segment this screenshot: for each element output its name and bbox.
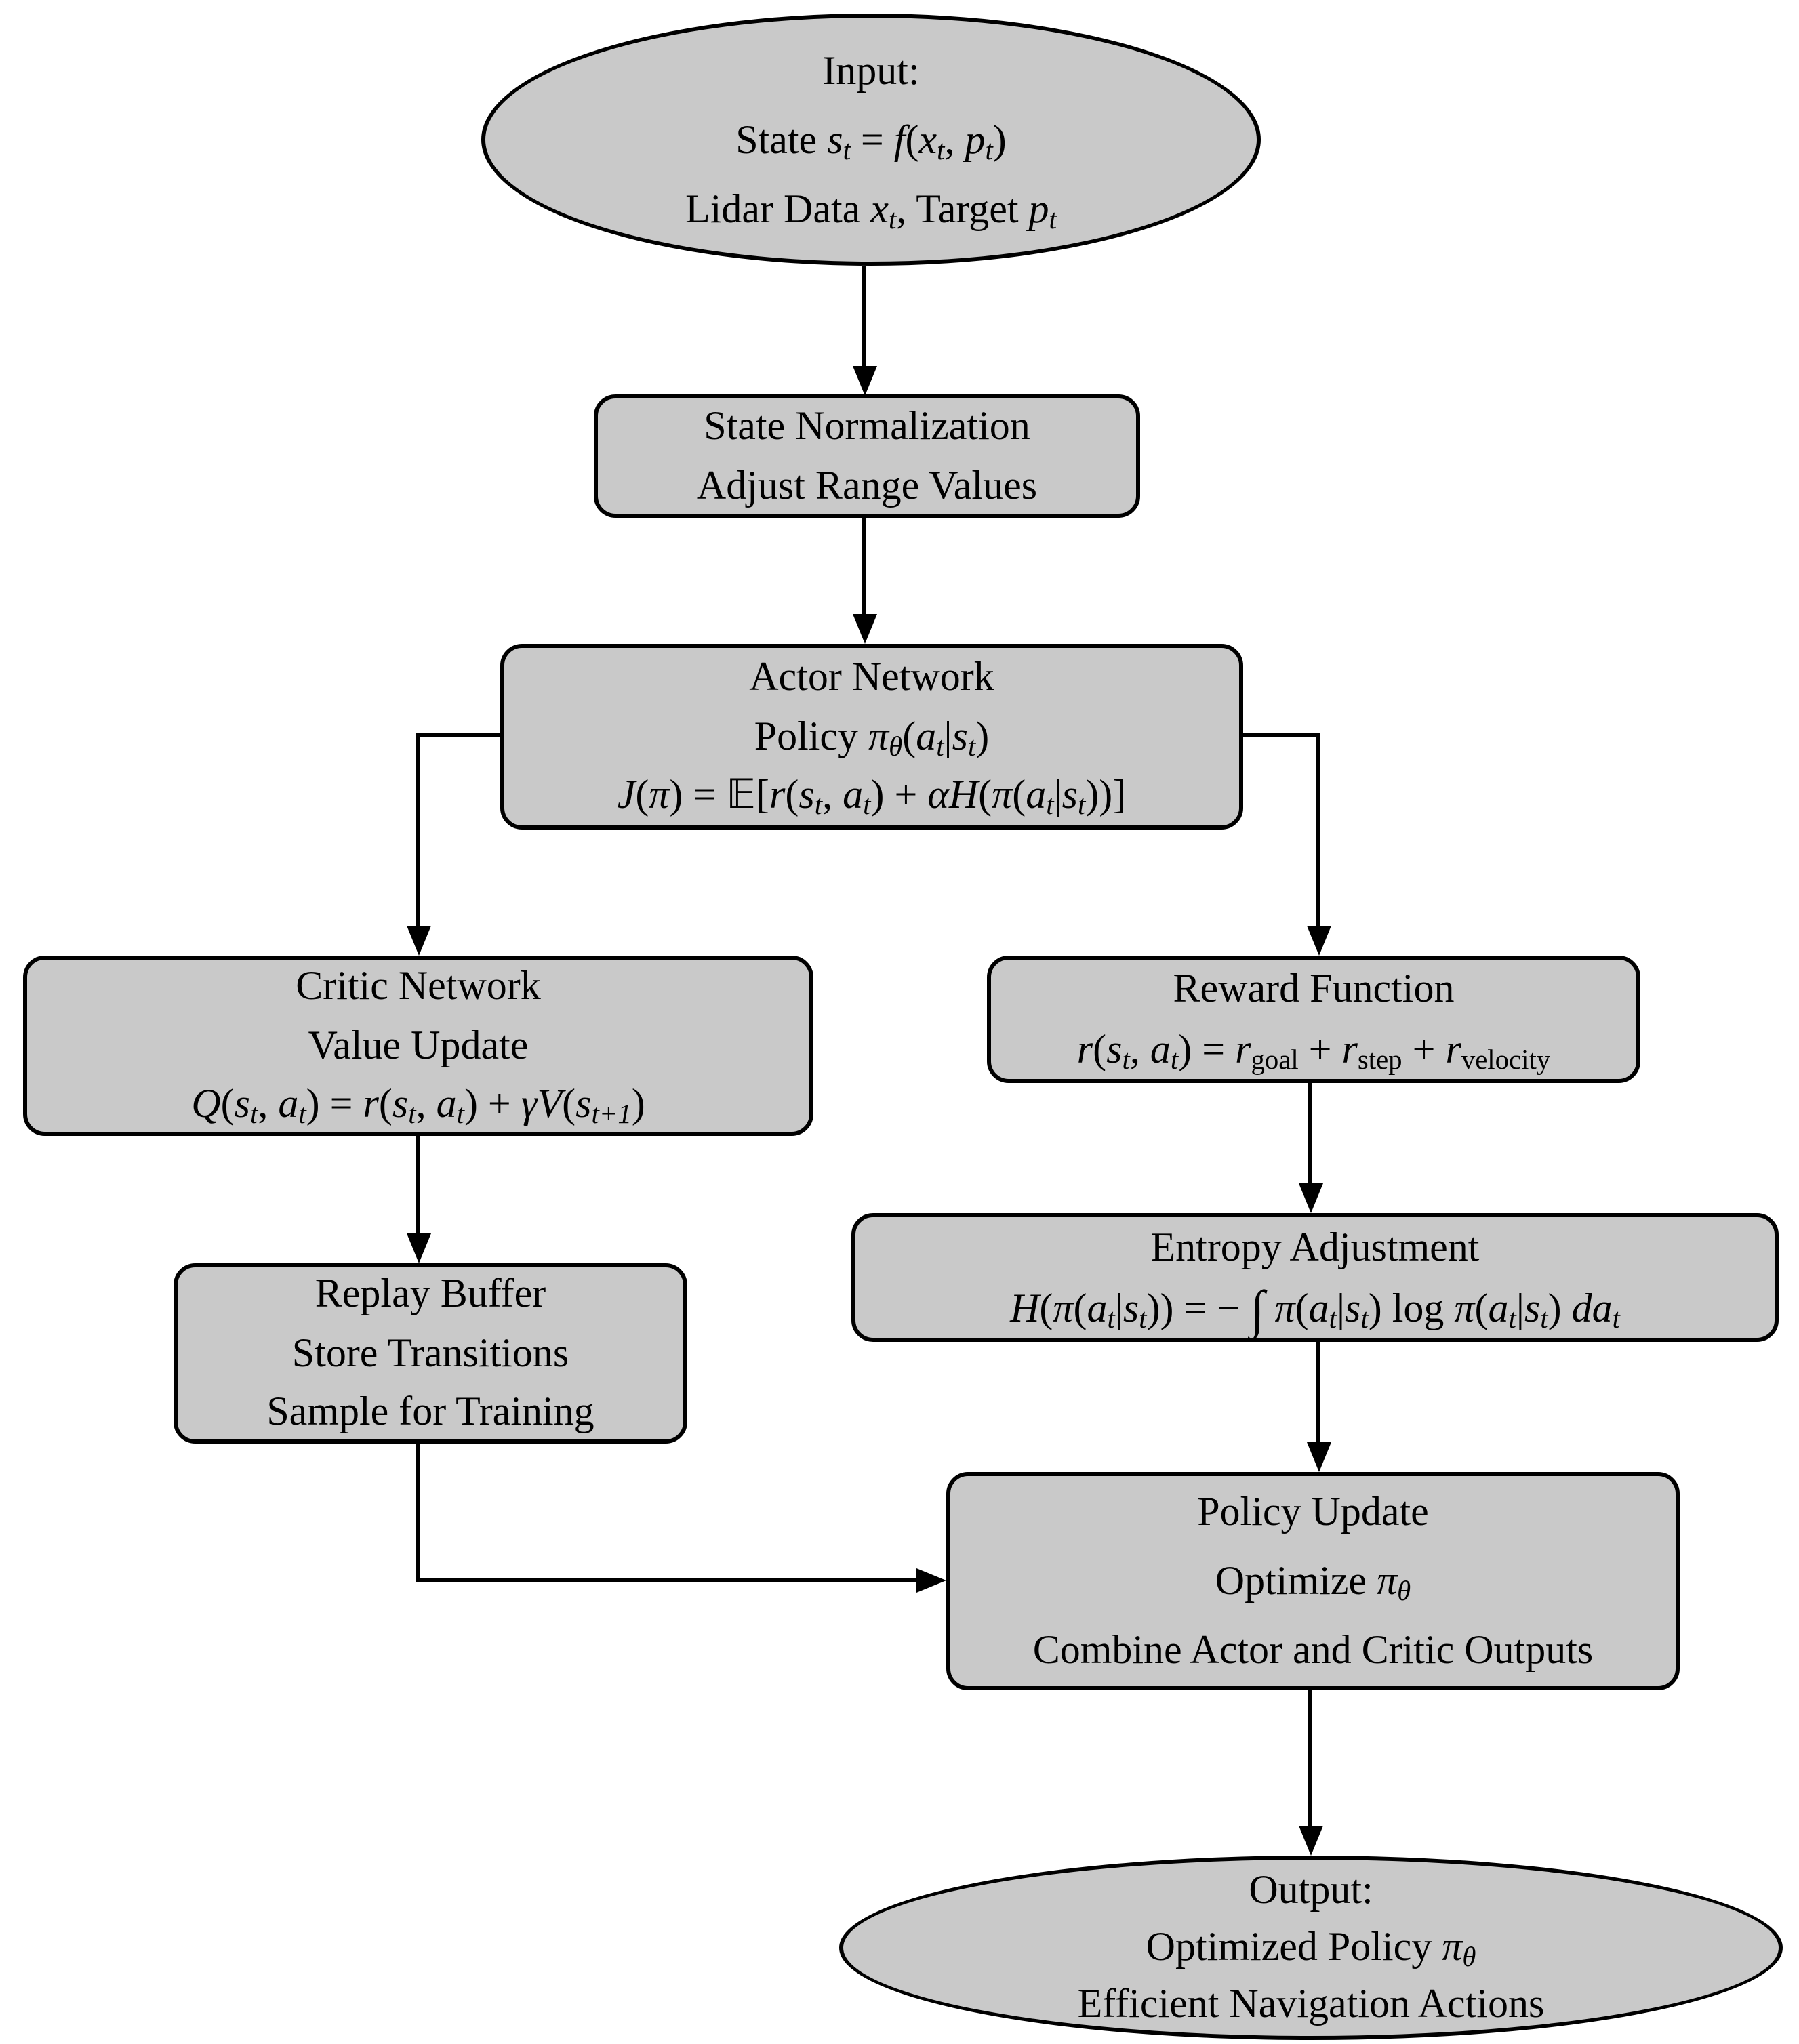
node-line: Optimize πθ <box>1215 1559 1411 1607</box>
arrow-line <box>416 1578 919 1582</box>
node-line: Policy πθ(at|st) <box>754 714 990 762</box>
arrow-line <box>416 733 500 737</box>
arrow-line <box>1243 733 1320 737</box>
node-line: Replay Buffer <box>315 1271 546 1317</box>
arrow-head-icon <box>1299 1183 1323 1213</box>
arrow-head-icon <box>407 926 431 956</box>
arrow-line <box>862 266 866 369</box>
arrow-line <box>862 518 866 617</box>
node-line: Lidar Data xt, Target pt <box>685 186 1057 234</box>
node-line: Store Transitions <box>291 1330 569 1376</box>
arrow-head-icon <box>853 366 877 396</box>
node-line: J(π) = 𝔼[r(st, at) + αH(π(at|st))] <box>617 771 1127 821</box>
node-line: Policy Update <box>1197 1490 1429 1534</box>
arrow-head-icon <box>1299 1826 1323 1856</box>
node-line: Input: <box>822 48 920 93</box>
node-line: Output: <box>1249 1868 1373 1913</box>
node-line: Actor Network <box>749 655 994 700</box>
arrow-head-icon <box>1307 926 1331 956</box>
arrow-line <box>416 1136 420 1236</box>
node-line: Sample for Training <box>266 1389 594 1435</box>
node-line: Critic Network <box>296 964 541 1009</box>
node-line: Adjust Range Values <box>696 463 1038 508</box>
node-line: Combine Actor and Critic Outputs <box>1032 1628 1594 1673</box>
arrow-head-icon <box>916 1568 946 1593</box>
node-input-ellipse: Input: State st = f(xt, pt) Lidar Data xt,… <box>481 14 1261 266</box>
arrow-head-icon <box>853 614 877 644</box>
arrow-line <box>416 1444 420 1582</box>
node-line: Value Update <box>308 1023 529 1068</box>
node-line: State st = f(xt, pt) <box>735 117 1007 165</box>
node-line: Optimized Policy πθ <box>1146 1925 1476 1973</box>
arrow-line <box>1316 1342 1320 1444</box>
node-line: Efficient Navigation Actions <box>1077 1982 1545 2026</box>
node-line: Q(st, at) = r(st, at) + γV(st+1) <box>191 1082 645 1130</box>
node-line: H(π(at|st)) = − ∫ π(at|st) log π(at|st) … <box>1010 1280 1620 1338</box>
arrow-head-icon <box>407 1233 431 1263</box>
arrow-line <box>1308 1083 1312 1185</box>
node-line: Entropy Adjustment <box>1150 1225 1480 1269</box>
node-line: r(st, at) = rgoal + rstep + rvelocity <box>1076 1027 1551 1076</box>
node-line: State Normalization <box>704 404 1030 449</box>
arrow-line <box>416 733 420 927</box>
arrow-head-icon <box>1307 1442 1331 1472</box>
node-output-ellipse: Output: Optimized Policy πθ Efficient Navi… <box>839 1856 1783 2040</box>
node-reward-function: Reward Function r(st, at) = rgoal + rstep… <box>987 956 1640 1083</box>
node-line: Reward Function <box>1173 966 1455 1011</box>
arrow-line <box>1308 1690 1312 1827</box>
arrow-line <box>1316 733 1320 927</box>
